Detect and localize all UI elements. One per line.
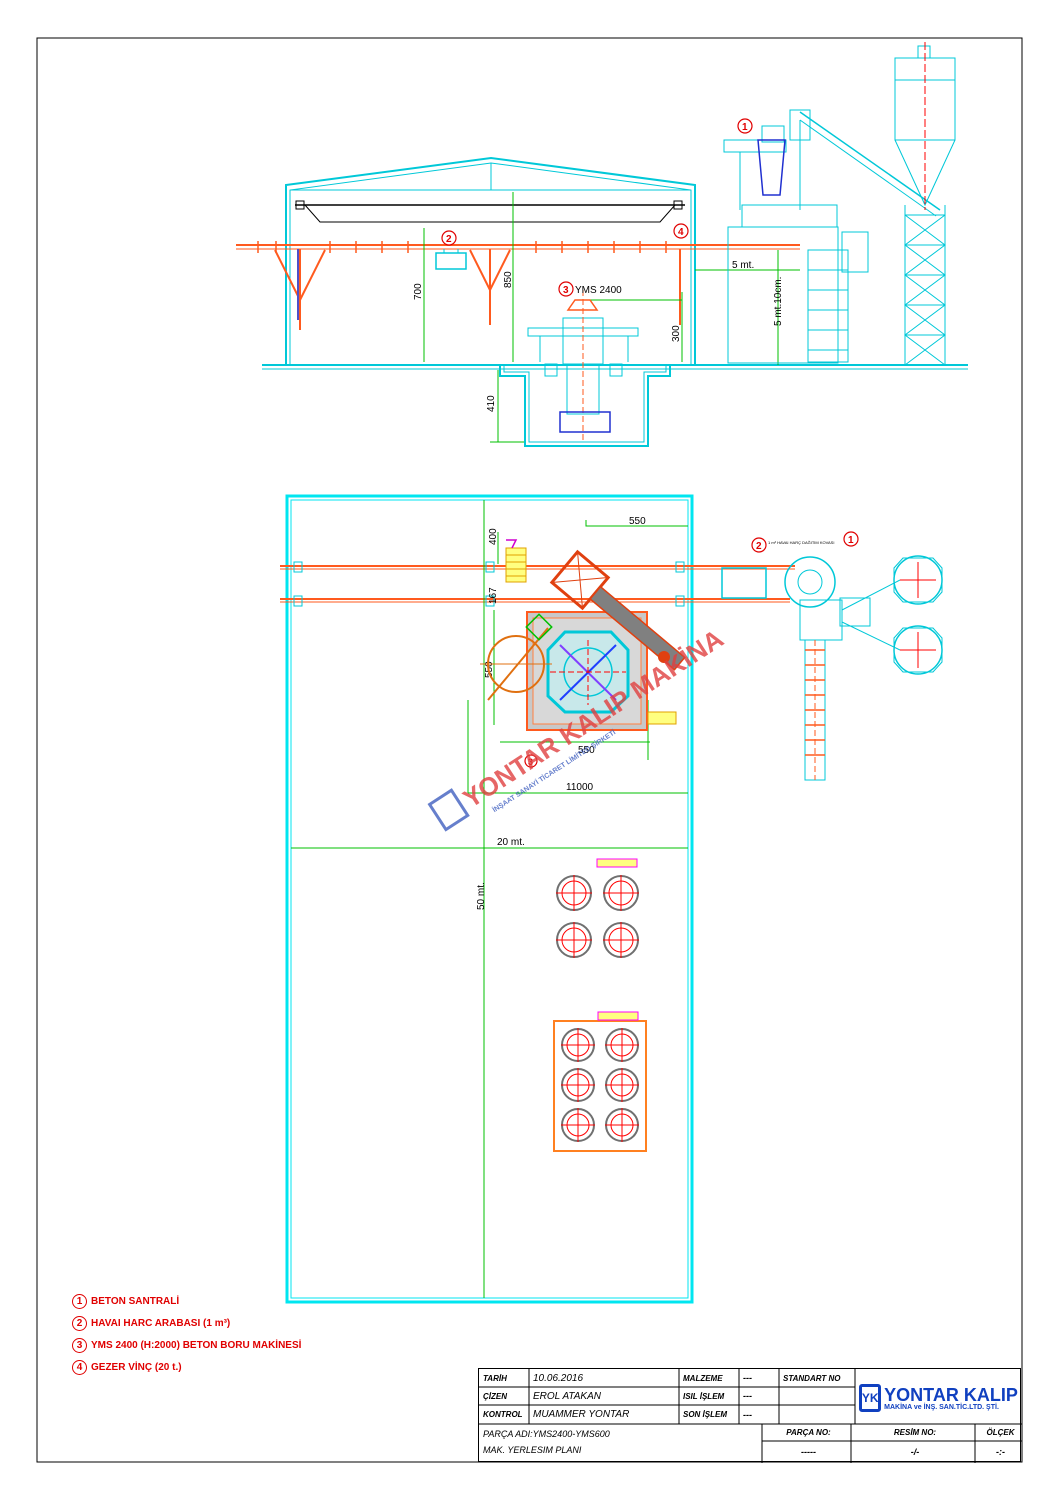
legend-number: 3 — [72, 1337, 87, 1353]
elevation-view: 700 850 300 410 5 mt. 5 mt.10cm. — [236, 42, 968, 447]
legend-number: 2 — [72, 1315, 87, 1331]
plan-callout: 3 — [528, 757, 533, 767]
legend: 1 BETON SANTRALİ 2 HAVAI HARC ARABASI (1… — [72, 1290, 301, 1378]
plan-dim: 550 — [629, 516, 646, 527]
title-block: TARİH 10.06.2016 ÇİZEN EROL ATAKAN KONTR… — [478, 1368, 1022, 1463]
svg-text:850: 850 — [503, 271, 514, 288]
elevation-callout: 1 — [742, 122, 748, 133]
svg-text:5 mt.10cm.: 5 mt.10cm. — [773, 277, 784, 326]
legend-number: 1 — [72, 1293, 87, 1309]
plan-callout: 2 — [756, 541, 762, 552]
plan-dim: 20 mt. — [497, 837, 525, 848]
standart-label: STANDART NO — [783, 1373, 841, 1383]
sheet-border — [36, 37, 1023, 1463]
elevation-callout: 4 — [678, 227, 684, 238]
tarih-label: TARİH — [483, 1373, 507, 1383]
legend-item: 4 GEZER VİNÇ (20 t.) — [72, 1356, 301, 1378]
malzeme-label: MALZEME — [683, 1373, 723, 1383]
legend-number: 4 — [72, 1359, 87, 1375]
legend-text: BETON SANTRALİ — [91, 1295, 180, 1307]
resim-no-value: -/- — [910, 1447, 920, 1457]
elevation-callout: 2 — [446, 234, 452, 245]
logo-name: YONTAR KALIP — [884, 1384, 1018, 1405]
company-logo: YK YONTAR KALIP MAKİNA ve İNŞ. SAN.TİC.L… — [855, 1369, 1022, 1427]
svg-text:700: 700 — [413, 283, 424, 300]
olcek-label: ÖLÇEK — [986, 1428, 1015, 1437]
legend-item: 3 YMS 2400 (H:2000) BETON BORU MAKİNESİ — [72, 1334, 301, 1356]
cizen-value: EROL ATAKAN — [533, 1390, 601, 1402]
plan-dim: 11000 — [566, 782, 594, 793]
title-block-grid — [479, 1369, 1022, 1463]
tarih-value: 10.06.2016 — [533, 1372, 584, 1384]
resim-no-label: RESİM NO: — [893, 1428, 937, 1437]
legend-item: 2 HAVAI HARC ARABASI (1 m³) — [72, 1312, 301, 1334]
plan-dim: 167 — [488, 587, 499, 604]
parca-adi: PARÇA ADI:YMS2400-YMS600 — [483, 1429, 610, 1439]
kontrol-value: MUAMMER YONTAR — [533, 1409, 630, 1420]
plan-callout: 1 — [848, 535, 854, 546]
legend-text: HAVAI HARC ARABASI (1 m³) — [91, 1317, 231, 1329]
cizen-label: ÇİZEN — [483, 1391, 507, 1401]
logo-mark-icon: YK — [859, 1384, 882, 1412]
logo-subtitle: MAKİNA ve İNŞ. SAN.TİC.LTD. ŞTİ. — [884, 1403, 999, 1411]
legend-item: 1 BETON SANTRALİ — [72, 1290, 301, 1312]
plan-dim: 400 — [488, 528, 499, 545]
plan-view: 550 400 167 550 550 11000 20 mt. 50 mt. — [280, 494, 943, 1304]
plan-dim: 50 mt. — [476, 882, 487, 910]
isil-label: ISIL İŞLEM — [683, 1391, 725, 1401]
parca-no-label: PARÇA NO: — [786, 1428, 831, 1437]
son-value: --- — [743, 1409, 752, 1420]
svg-text:5 mt.: 5 mt. — [732, 260, 754, 271]
kontrol-label: KONTROL — [483, 1410, 523, 1419]
machine-label: YMS 2400 — [575, 285, 622, 296]
olcek-value: -:- — [996, 1447, 1005, 1457]
drawing-description: MAK. YERLESIM PLANI — [483, 1445, 582, 1455]
svg-text:410: 410 — [486, 395, 497, 412]
elevation-callout: 3 — [563, 285, 569, 296]
svg-text:300: 300 — [671, 325, 682, 342]
son-label: SON İŞLEM — [683, 1410, 728, 1419]
legend-text: YMS 2400 (H:2000) BETON BORU MAKİNESİ — [91, 1339, 302, 1351]
plan-dim: 550 — [578, 745, 595, 756]
legend-text: GEZER VİNÇ (20 t.) — [91, 1361, 182, 1373]
parca-no-value: ----- — [801, 1447, 816, 1457]
malzeme-value: --- — [743, 1373, 752, 1383]
plan-note: 1 m³ HAVAI HARÇ DAĞITIM KOVASI — [768, 540, 834, 545]
isil-value: --- — [743, 1391, 752, 1401]
